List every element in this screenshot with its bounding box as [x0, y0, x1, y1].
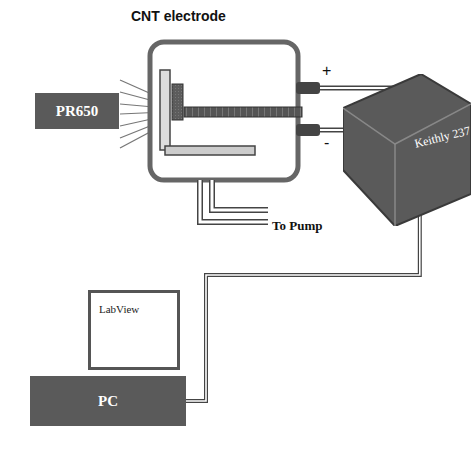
polarity-sign: - [324, 134, 329, 152]
feedthrough [296, 124, 320, 136]
base-plate [165, 146, 255, 155]
pump-label: To Pump [272, 218, 322, 234]
sourcemeter-box: Keithly 237 [343, 74, 471, 226]
cable [186, 214, 420, 401]
cable-core [186, 214, 420, 401]
sourcemeter-outline [343, 74, 471, 226]
node-label: PC [98, 393, 118, 410]
feedthrough [296, 82, 320, 94]
holder-plate [160, 70, 170, 150]
polarity-sign: + [322, 62, 331, 80]
monitor-box: LabView [88, 290, 180, 370]
instrument-box: PR650 [35, 93, 119, 129]
node-label: LabView [99, 303, 139, 315]
node-label: PR650 [56, 103, 99, 120]
computer-box: PC [30, 376, 186, 426]
pump-line [200, 180, 268, 222]
part-label: CNT electrode [131, 8, 226, 24]
anode-rod [184, 107, 302, 117]
cnt-electrode [172, 84, 183, 120]
